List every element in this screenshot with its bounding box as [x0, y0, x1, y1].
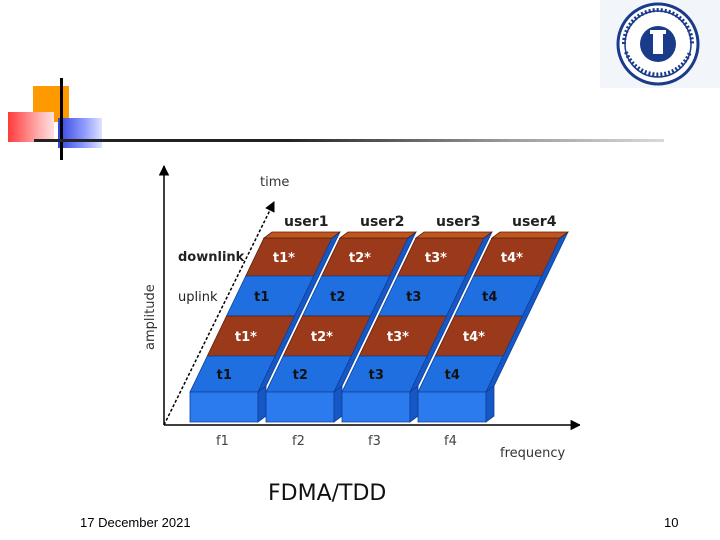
user-label-1: user1	[284, 214, 328, 230]
decor-vertical-line	[60, 78, 63, 160]
decor-horizontal-rule	[34, 139, 664, 142]
row-label-uplink: uplink	[178, 290, 218, 305]
slot-label-lower_slots-3: t3*	[387, 330, 409, 345]
axis-label-amplitude: amplitude	[143, 284, 158, 350]
column-base-side-2	[333, 385, 343, 423]
slot-label-upper_slots-1: t1*	[273, 251, 295, 266]
column-base-side-3	[409, 385, 419, 423]
row-label-downlink: downlink	[178, 250, 245, 265]
decor-red-square	[8, 112, 54, 142]
university-logo	[600, 0, 720, 88]
column-base-1	[189, 391, 259, 423]
slot-label-upper_uplink-4: t4	[482, 290, 497, 305]
university-seal-icon	[616, 2, 700, 86]
slot-label-upper_slots-2: t2*	[349, 251, 371, 266]
user-label-3: user3	[436, 214, 480, 230]
axis-label-frequency: frequency	[500, 446, 566, 461]
slot-label-lower_slots-1: t1*	[235, 330, 257, 345]
slot-label-lower_uplink-4: t4	[445, 368, 460, 383]
footer-date: 17 December 2021	[80, 515, 191, 530]
slot-label-lower_slots-2: t2*	[311, 330, 333, 345]
column-top-1	[262, 231, 342, 239]
axis-label-time: time	[260, 175, 289, 190]
column-base-side-4	[485, 385, 495, 423]
slot-label-lower_uplink-3: t3	[369, 368, 384, 383]
frequency-label-1: f1	[216, 434, 229, 449]
user-label-4: user4	[512, 214, 557, 230]
slot-label-lower_uplink-1: t1	[217, 368, 232, 383]
page-number: 10	[664, 515, 679, 530]
frequency-label-4: f4	[444, 434, 457, 449]
time-axis	[163, 201, 275, 426]
column-base-4	[417, 391, 487, 423]
slot-label-upper_slots-3: t3*	[425, 251, 447, 266]
decor-blue-square	[58, 118, 102, 148]
column-base-2	[265, 391, 335, 423]
slot-label-upper_slots-4: t4*	[501, 251, 523, 266]
slot-label-upper_uplink-3: t3	[406, 290, 421, 305]
fdma-tdd-diagram: time amplitude frequency downlink uplink…	[143, 164, 580, 505]
diagram-title: FDMA/TDD	[268, 481, 386, 505]
column-base-3	[341, 391, 411, 423]
column-base-side-1	[257, 385, 267, 423]
column-top-2	[338, 231, 418, 239]
frequency-label-2: f2	[292, 434, 305, 449]
user-label-2: user2	[360, 214, 404, 230]
column-top-3	[414, 231, 494, 239]
slot-label-lower_uplink-2: t2	[293, 368, 308, 383]
column-top-4	[490, 231, 570, 239]
frequency-label-3: f3	[368, 434, 381, 449]
slot-label-upper_uplink-1: t1	[254, 290, 269, 305]
slot-label-upper_uplink-2: t2	[330, 290, 345, 305]
slot-label-lower_slots-4: t4*	[463, 330, 485, 345]
